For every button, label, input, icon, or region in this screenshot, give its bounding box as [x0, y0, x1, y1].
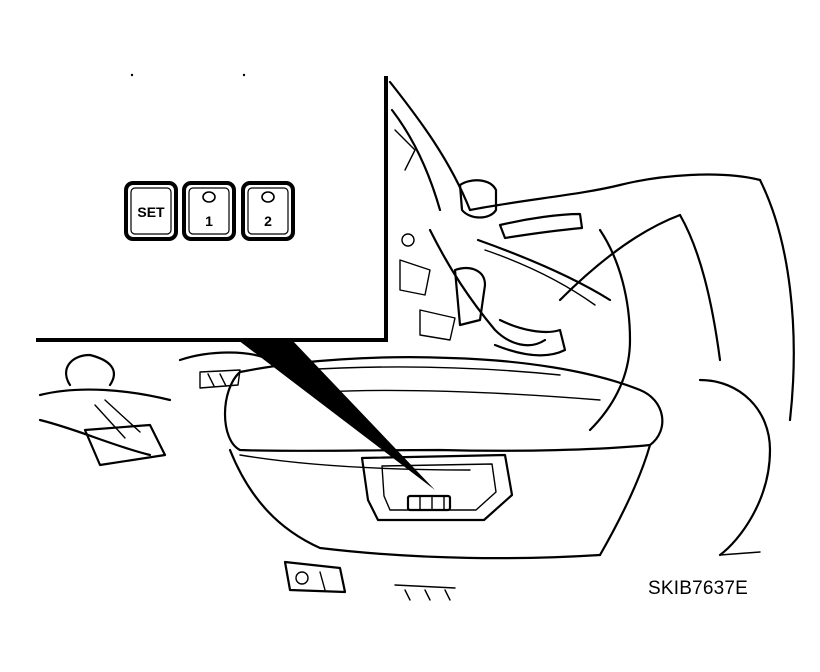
set-switch: SET — [124, 181, 178, 241]
callout-pointer — [238, 340, 435, 490]
indicator-lamp-1 — [202, 191, 216, 203]
seat-side-switch-panel — [360, 453, 514, 522]
memory-switch-2-label: 2 — [264, 213, 272, 229]
set-switch-label: SET — [137, 204, 165, 220]
memory-switch: SET 1 2 — [124, 181, 295, 241]
memory-switch-1-label: 1 — [205, 213, 213, 229]
indicator-lamp-2 — [261, 191, 275, 203]
seat-cushion — [223, 356, 664, 560]
vehicle-interior — [38, 80, 795, 601]
figure-reference-code: SKIB7637E — [648, 578, 749, 599]
callout-box — [36, 50, 435, 490]
memory-switch-1: 1 — [182, 181, 236, 241]
memory-switch-2: 2 — [241, 181, 295, 241]
